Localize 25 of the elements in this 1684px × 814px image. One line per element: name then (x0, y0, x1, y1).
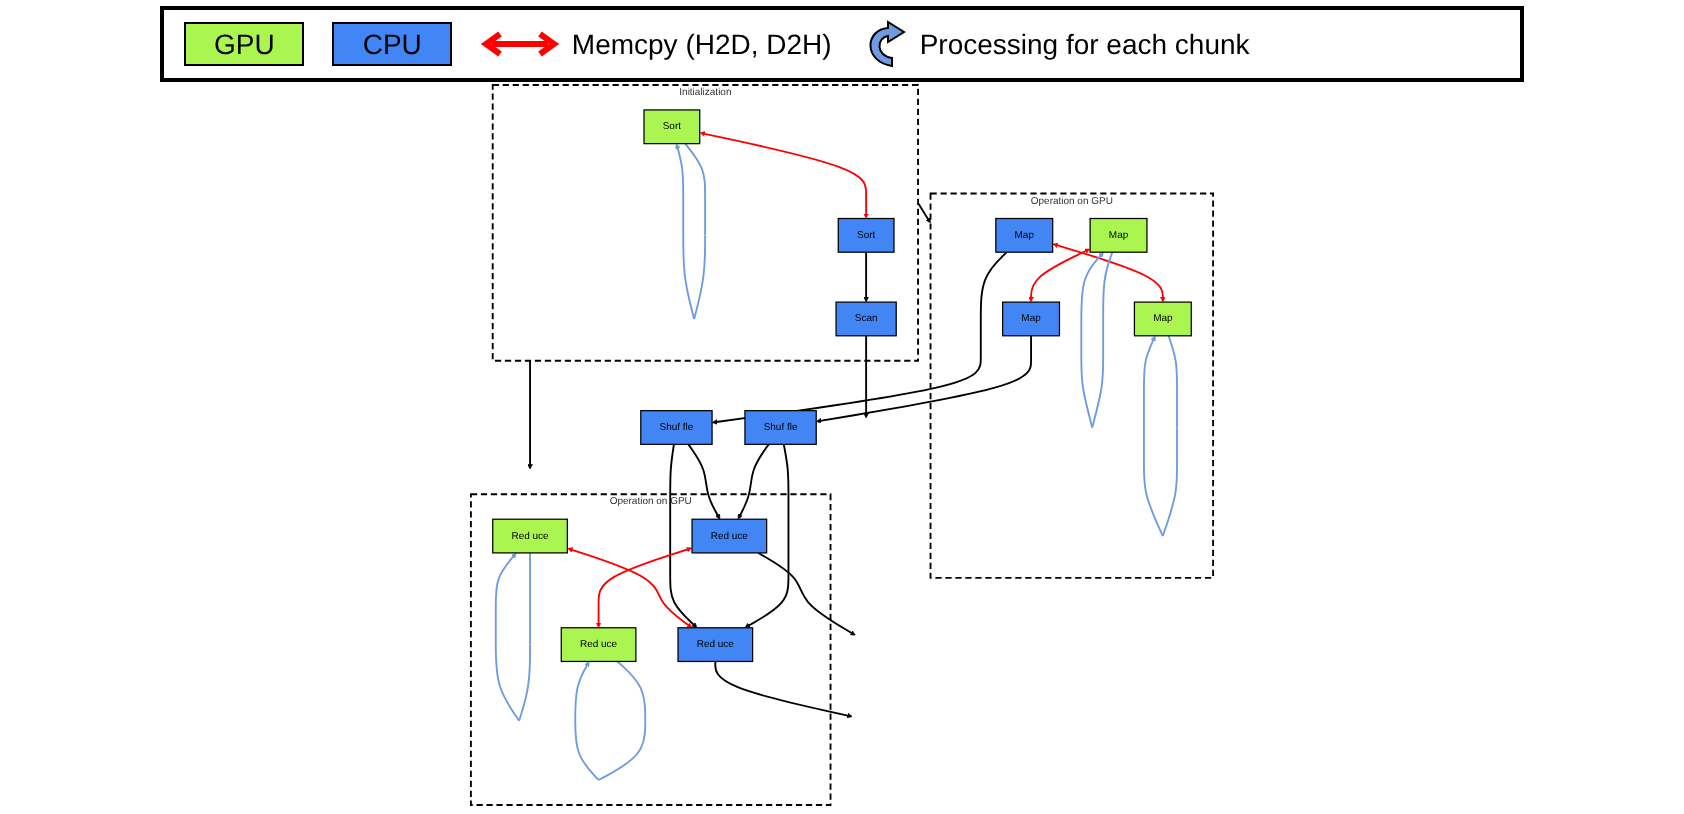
arrow (567, 547, 693, 628)
arrow (669, 443, 698, 628)
arrow (815, 334, 1032, 424)
arrow (1052, 242, 1166, 303)
legend-label: Processing for each chunk (919, 28, 1250, 60)
arrow (494, 551, 531, 722)
arrow (1028, 248, 1091, 303)
arrow (595, 546, 693, 628)
arrow (687, 443, 721, 520)
legend-swatch: GPU (184, 22, 305, 66)
arrow (1080, 251, 1114, 429)
arrow (863, 334, 869, 419)
arrow (714, 660, 853, 719)
arrow (527, 359, 533, 470)
arrow (1143, 334, 1178, 537)
legend-swatch: CPU (332, 22, 452, 66)
arrow (757, 551, 856, 636)
legend-label: Memcpy (H2D, D2H) (571, 28, 832, 60)
arrow (675, 142, 707, 320)
arrow (863, 251, 869, 303)
arrow (917, 202, 931, 224)
arrow (737, 443, 770, 520)
arrow (744, 443, 790, 628)
arrow (574, 660, 647, 781)
arrow (699, 131, 869, 219)
